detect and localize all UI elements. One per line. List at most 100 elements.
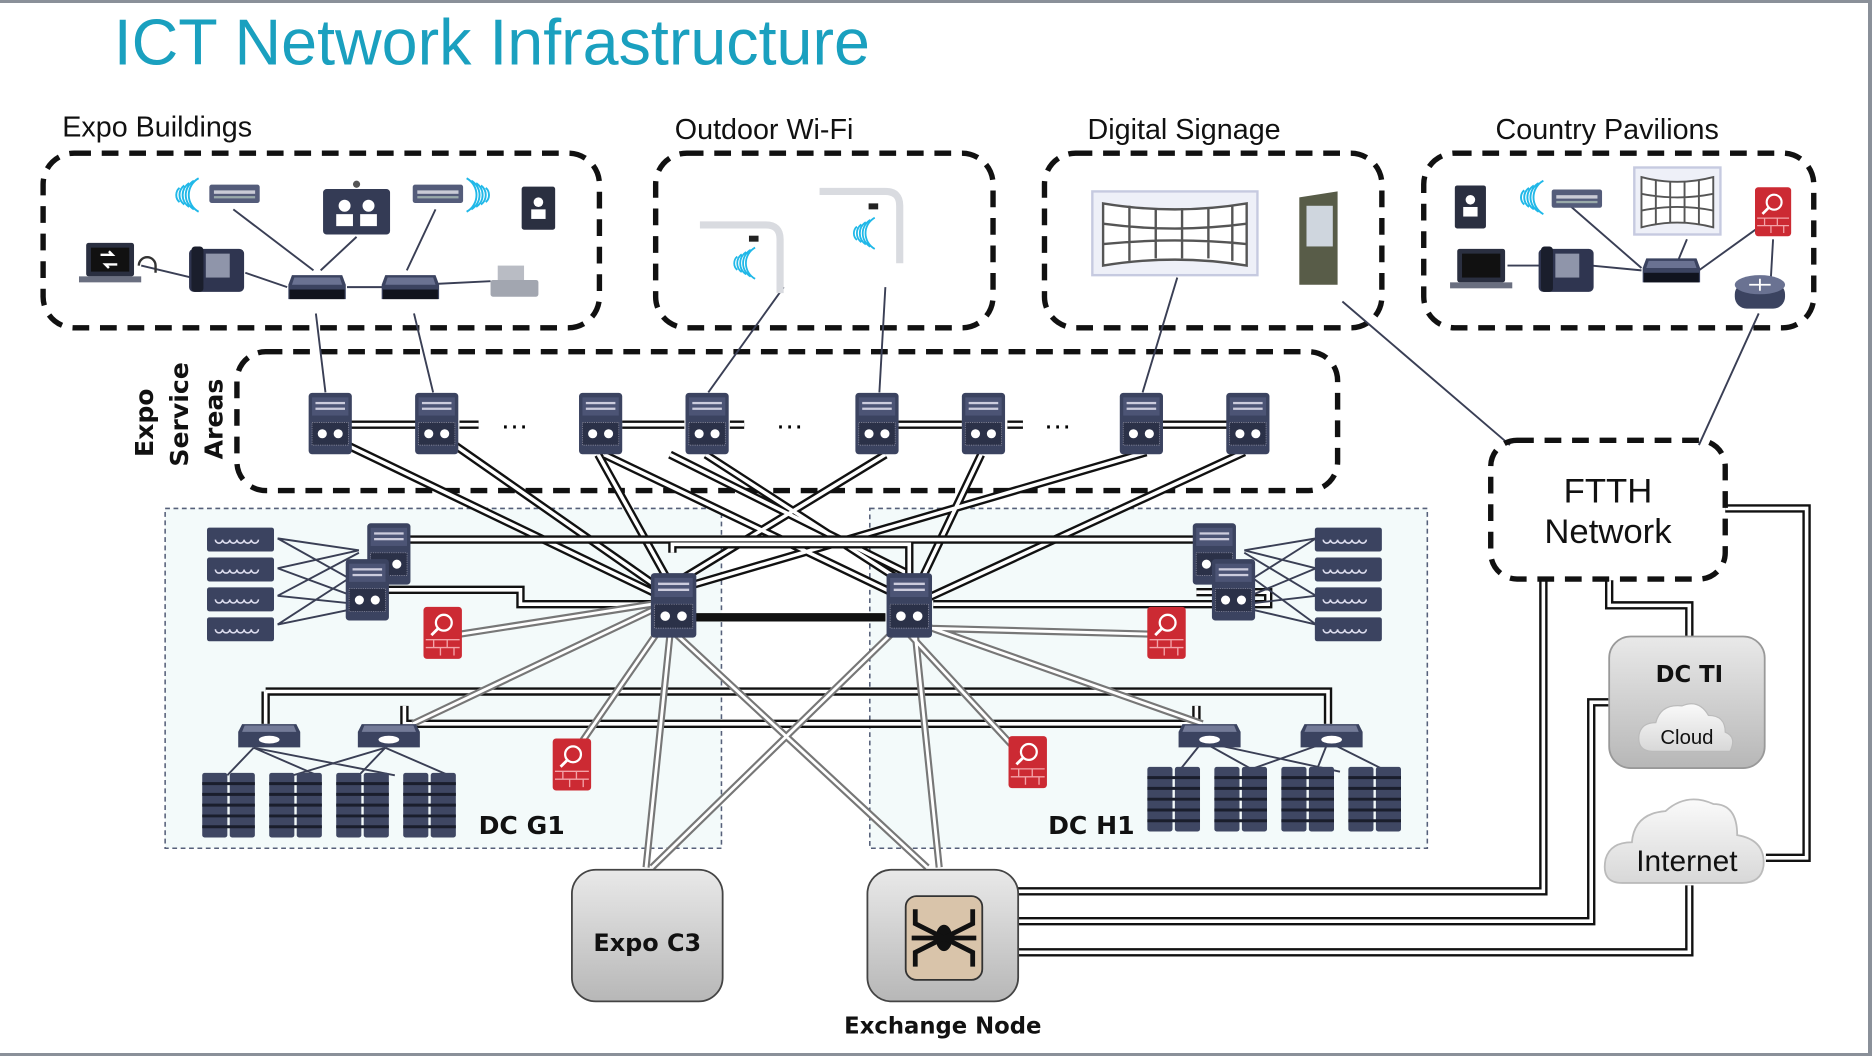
digital-signage-devices — [1091, 190, 1338, 285]
access-point-icon — [209, 184, 260, 203]
storage-icon — [206, 616, 275, 643]
cloud-icon — [1638, 703, 1734, 752]
firewall-icon — [422, 605, 464, 661]
storage-icon — [206, 586, 275, 613]
dc-h1-label: DC H1 — [1048, 811, 1135, 840]
headset-icon — [137, 256, 157, 273]
expo-c3: Expo C3 — [571, 868, 724, 1003]
exchange-node-label: Exchange Node — [844, 1014, 1041, 1040]
wifi-icon — [852, 216, 876, 250]
distribution-switch-icon — [684, 392, 730, 455]
ftth-label-line1: FTTH — [1564, 472, 1653, 510]
datacenter-switch-icon — [1300, 724, 1363, 748]
wifi-icon — [465, 177, 490, 213]
dc-g1-label: DC G1 — [479, 811, 565, 840]
outdoor-access-point-icon — [699, 221, 784, 294]
dc-ti-label: DC TI — [1656, 662, 1723, 688]
wifi-icon — [175, 177, 200, 213]
server-rack-icon — [201, 771, 257, 839]
service-areas-box — [234, 349, 1341, 494]
internet-label: Internet — [1636, 845, 1738, 878]
datacenter-switch-icon — [357, 724, 420, 748]
svg-text:Expo: Expo — [130, 388, 159, 457]
country-pavilions-devices — [1450, 166, 1793, 309]
ellipsis: … — [1043, 403, 1072, 435]
video-wall-icon — [1633, 166, 1722, 236]
svg-text:Areas: Areas — [200, 379, 229, 460]
firewall-icon — [1753, 185, 1793, 238]
storage-icon — [206, 526, 275, 553]
firewall-icon — [551, 737, 593, 792]
storage-icon — [206, 556, 275, 583]
page-title: ICT Network Infrastructure — [114, 7, 870, 79]
distribution-switch-icon — [1225, 392, 1271, 455]
dc-links — [226, 537, 1389, 871]
digital-signage-box — [1041, 150, 1385, 331]
server-rack-icon — [335, 771, 391, 839]
ftth-label-line2: Network — [1544, 513, 1672, 551]
video-wall-icon — [1091, 190, 1259, 277]
ellipsis: … — [500, 403, 529, 435]
ftth-network: FTTH Network — [1488, 437, 1728, 582]
dc-h1: DC H1 — [1007, 522, 1403, 840]
dc-g1: DC G1 — [201, 522, 593, 840]
distribution-switch-icon — [414, 392, 459, 455]
exchange-node: Exchange Node — [844, 868, 1041, 1040]
service-areas-label: Expo Service Areas — [130, 362, 228, 466]
tablet-icon — [1454, 185, 1486, 229]
server-rack-icon — [402, 771, 458, 839]
router-icon — [1734, 275, 1786, 309]
distribution-switch-icon — [1119, 392, 1164, 455]
label-country-pavilions: Country Pavilions — [1496, 114, 1719, 146]
access-switch-icon — [288, 275, 346, 300]
cloud-icon — [1603, 798, 1765, 884]
internet: Internet — [1603, 798, 1765, 884]
country-pavilions-box — [1421, 150, 1817, 331]
storage-icon — [1314, 586, 1383, 613]
wifi-icon — [733, 246, 757, 280]
datacenter-switch-icon — [238, 724, 301, 748]
server-rack-icon — [1280, 765, 1336, 833]
core-switch-icon — [1211, 558, 1256, 622]
distribution-switch-icon — [961, 392, 1006, 455]
access-switch-icon — [381, 275, 440, 300]
expo-buildings-devices — [78, 177, 556, 300]
datacenter-switch-icon — [1178, 724, 1241, 748]
distribution-switch-icon — [854, 392, 900, 455]
storage-icon — [1314, 556, 1383, 583]
server-rack-icon — [1146, 765, 1202, 833]
core-switch-icon — [345, 558, 390, 622]
ellipsis: … — [775, 403, 804, 435]
expo-buildings-box — [40, 150, 603, 331]
dc-ti-cloud-label: Cloud — [1660, 727, 1713, 749]
server-rack-icon — [1347, 765, 1403, 833]
trunk-links — [261, 420, 1811, 957]
ip-phone-icon — [189, 246, 245, 292]
storage-icon — [1314, 616, 1383, 643]
server-rack-icon — [268, 771, 324, 839]
access-point-icon — [412, 184, 464, 203]
server-rack-icon — [1213, 765, 1269, 833]
distribution-switch-icon — [578, 392, 623, 455]
svg-text:Service: Service — [165, 362, 194, 466]
storage-icon — [1314, 526, 1383, 553]
label-digital-signage: Digital Signage — [1088, 114, 1281, 146]
tablet-icon — [521, 186, 556, 230]
kiosk-icon — [1299, 191, 1338, 285]
wifi-icon — [1520, 179, 1545, 216]
access-links — [140, 202, 1775, 446]
label-expo-buildings: Expo Buildings — [62, 111, 252, 143]
access-point-icon — [1551, 189, 1603, 208]
laptop-icon — [78, 242, 142, 283]
outdoor-access-point-icon — [819, 187, 904, 264]
service-area-switches: … … … — [308, 392, 1271, 455]
core-switch-icon — [650, 572, 697, 639]
dc-ti: DC TI Cloud — [1608, 635, 1766, 769]
video-conference-icon — [323, 180, 391, 235]
outdoor-wifi-box — [652, 150, 996, 331]
access-switch-icon — [1642, 258, 1701, 283]
firewall-icon — [1007, 734, 1049, 790]
firewall-icon — [1146, 605, 1187, 661]
